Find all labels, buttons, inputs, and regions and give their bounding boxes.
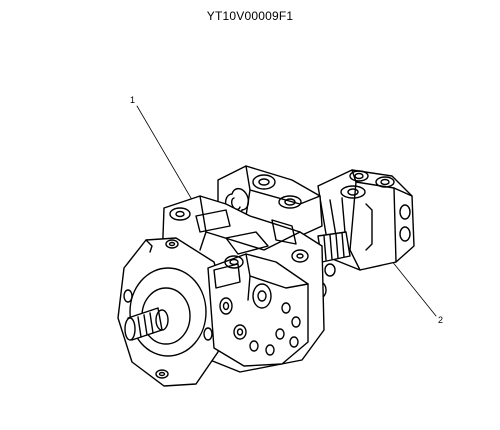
callout-2-label: 2	[438, 315, 444, 325]
callout-1-label: 1	[130, 95, 136, 105]
regulator-valve-block	[207, 253, 309, 367]
figure-id-title: YT10V00009F1	[206, 9, 294, 23]
drive-shaft	[124, 307, 169, 341]
front-mounting-flange	[117, 237, 227, 387]
